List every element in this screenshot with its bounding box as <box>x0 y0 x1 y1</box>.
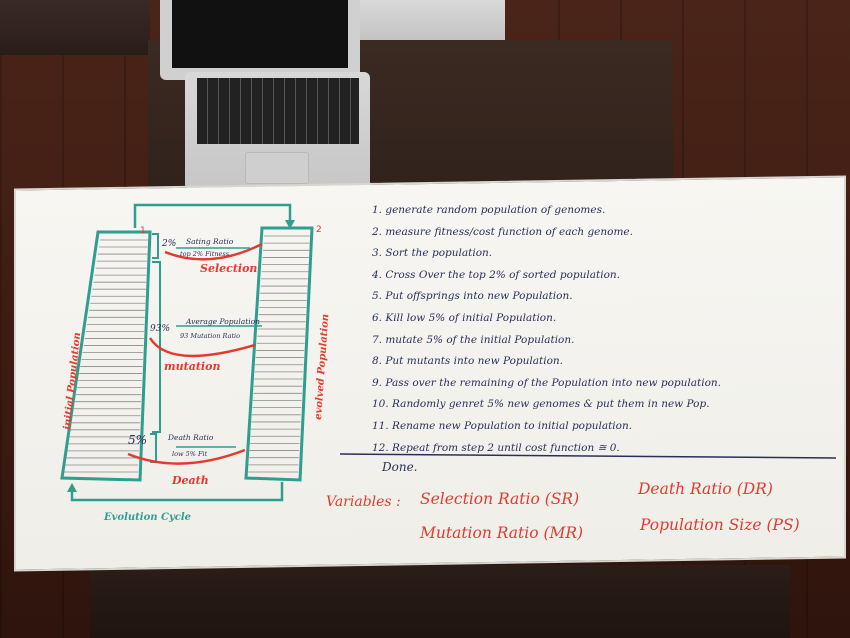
var-death-ratio: Death Ratio (DR) <box>638 480 773 498</box>
done-separator <box>339 453 837 459</box>
selection-detail: top 2% Fitness <box>180 250 230 258</box>
selection-percent: 2% <box>161 239 176 249</box>
var-population-size: Population Size (PS) <box>640 516 800 534</box>
selection-bracket <box>152 233 159 259</box>
step-10: 10. Randomly genret 5% new genomes & put… <box>372 398 710 411</box>
selection-name: Selection <box>200 262 257 275</box>
step-1: 1. generate random population of genomes… <box>372 204 606 216</box>
bottom-arrow-head <box>67 483 77 492</box>
top-arrow-head <box>285 220 295 229</box>
laptop-keyboard <box>197 78 359 144</box>
table-edge <box>90 565 790 638</box>
evolution-cycle-label: Evolution Cycle <box>103 512 191 523</box>
step-2: 2. measure fitness/cost function of each… <box>372 225 633 238</box>
mutation-arrow <box>148 337 256 358</box>
laptop-screen <box>160 0 360 80</box>
selection-arrow <box>164 242 263 261</box>
evolved-population-column <box>244 226 314 482</box>
selection-ratio-label: Sating Ratio <box>186 237 234 246</box>
laptop-trackpad <box>245 152 309 184</box>
step-5: 5. Put offsprings into new Population. <box>372 290 573 303</box>
death-detail: low 5% Fit <box>172 450 208 458</box>
mutation-percent: 93% <box>150 324 170 334</box>
done-label: Done. <box>382 460 418 474</box>
chair <box>0 0 150 55</box>
step-4: 4. Cross Over the top 2% of sorted popul… <box>372 268 620 281</box>
death-name: Death <box>171 474 209 487</box>
label-1: 1 <box>140 226 146 236</box>
laptop-display <box>172 0 348 68</box>
step-11: 11. Rename new Population to initial pop… <box>372 419 633 432</box>
death-ratio-label: Death Ratio <box>167 433 214 442</box>
laptop-base <box>185 72 370 190</box>
step-3: 3. Sort the population. <box>372 247 493 260</box>
var-mutation-ratio: Mutation Ratio (MR) <box>420 524 584 542</box>
death-arrow <box>127 448 246 465</box>
var-selection-ratio: Selection Ratio (SR) <box>420 490 580 508</box>
evolved-population-label: evolved Population <box>313 314 331 421</box>
step-6: 6. Kill low 5% of initial Population. <box>372 311 557 324</box>
step-7: 7. mutate 5% of the initial Population. <box>372 333 575 346</box>
step-12: 12. Repeat from step 2 until cost functi… <box>372 441 620 454</box>
top-arrow <box>133 203 292 228</box>
mutation-detail: 93 Mutation Ratio <box>180 332 240 340</box>
initial-population-column <box>60 230 152 482</box>
variables-label: Variables : <box>326 494 401 510</box>
mutation-name: mutation <box>164 360 220 373</box>
label-2: 2 <box>316 225 322 235</box>
mutation-ratio-label: Average Population <box>185 317 260 326</box>
algorithm-steps: 1. generate random population of genomes… <box>372 200 832 459</box>
death-percent: 5% <box>128 433 147 447</box>
step-8: 8. Put mutants into new Population. <box>372 355 564 368</box>
bottom-arrow <box>70 482 284 502</box>
step-9: 9. Pass over the remaining of the Popula… <box>372 376 722 389</box>
death-bracket <box>150 433 157 463</box>
